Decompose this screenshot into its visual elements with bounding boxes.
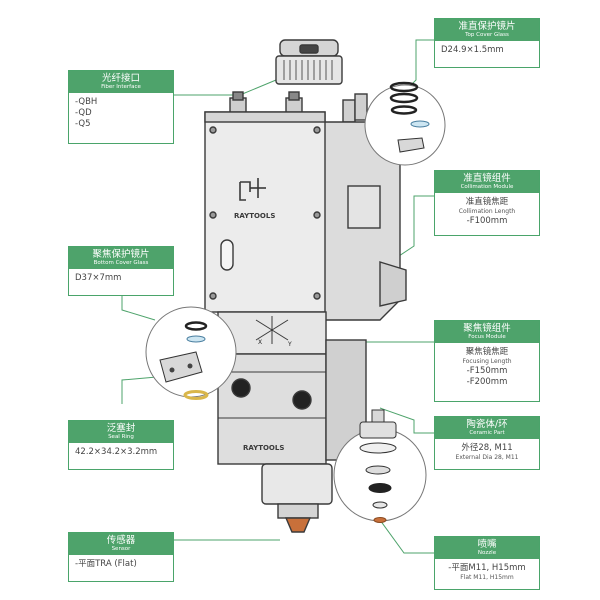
ceramic-spec-en: External Dia 28, M11	[455, 454, 519, 461]
right-knob	[292, 390, 312, 410]
focus-value: -F150mm	[466, 366, 508, 376]
label-bottom-cover-glass: 聚焦保护镜片 Bottom Cover Glass D37×7mm	[68, 246, 174, 296]
label-sensor-en: Sensor	[111, 546, 131, 552]
gas-fitting-1	[342, 99, 356, 123]
brand-front-text: RAYTOOLS	[243, 444, 284, 452]
label-bottom-cover-en: Bottom Cover Glass	[93, 260, 149, 266]
axis-marks	[255, 316, 289, 344]
right-side-panel	[347, 185, 381, 229]
label-ceramic-part: 陶瓷体/环 Ceramic Part 外径28, M11 External Di…	[434, 416, 540, 470]
label-seal-zh: 泛塞封	[106, 423, 136, 434]
ceramic-spec-zh: 外径28, M11	[461, 443, 513, 453]
left-knob	[231, 378, 251, 398]
label-top-cover-zh: 准直保护镜片	[458, 21, 516, 32]
label-seal-body: 42.2×34.2×3.2mm	[69, 443, 173, 462]
label-focus-head: 聚焦镜组件 Focus Module	[435, 321, 539, 343]
gas-fitting-2	[354, 93, 368, 121]
label-ceramic-en: Ceramic Part	[469, 430, 505, 436]
label-collimation-head: 准直镜组件 Collimation Module	[435, 171, 539, 193]
label-fiber-zh: 光纤接口	[101, 73, 140, 84]
label-seal-en: Seal Ring	[108, 434, 134, 440]
bottom-cover-detail	[145, 306, 237, 400]
brand-logo-icon	[239, 178, 266, 201]
label-ceramic-head: 陶瓷体/环 Ceramic Part	[435, 417, 539, 439]
brand-logo-text: RAYTOOLS	[234, 212, 275, 220]
label-focus-zh: 聚焦镜组件	[463, 323, 511, 334]
label-focus-module: 聚焦镜组件 Focus Module 聚焦镜焦距 Focusing Length…	[434, 320, 540, 402]
label-nozzle-en: Nozzle	[477, 550, 497, 556]
label-nozzle-zh: 喷嘴	[477, 539, 497, 550]
label-sensor-head: 传感器 Sensor	[69, 533, 173, 555]
focus-value: -F200mm	[466, 377, 508, 387]
right-side-bracket	[379, 261, 407, 307]
top-cylinder-knurl	[283, 60, 333, 80]
label-nozzle-head: 喷嘴 Nozzle	[435, 537, 539, 559]
nozzle-value-en: Flat M11, H15mm	[460, 574, 514, 581]
fiber-item: -QBH	[75, 97, 98, 107]
label-focus-en: Focus Module	[468, 334, 506, 340]
front-box	[204, 111, 326, 313]
fiber-item: -Q5	[75, 119, 91, 129]
label-bottom-cover-zh: 聚焦保护镜片	[92, 249, 150, 260]
label-focus-body: 聚焦镜焦距 Focusing Length -F150mm -F200mm	[435, 343, 539, 392]
label-fiber-interface: 光纤接口 Fiber Interface -QBH -QD -Q5	[68, 70, 174, 144]
fiber-connector-top	[299, 44, 319, 54]
label-collimation-en: Collimation Module	[460, 184, 514, 190]
label-seal-ring: 泛塞封 Seal Ring 42.2×34.2×3.2mm	[68, 420, 174, 470]
front-window-slot	[220, 239, 234, 271]
label-sensor: 传感器 Sensor -平面TRA (Flat)	[68, 532, 174, 582]
label-fiber-en: Fiber Interface	[101, 84, 141, 90]
label-top-cover-head: 准直保护镜片 Top Cover Glass	[435, 19, 539, 41]
top-cover-spec: D24.9×1.5mm	[441, 45, 504, 55]
label-collimation-module: 准直镜组件 Collimation Module 准直镜焦距 Collimati…	[434, 170, 540, 236]
sensor-ring	[277, 503, 319, 519]
label-bottom-cover-head: 聚焦保护镜片 Bottom Cover Glass	[69, 247, 173, 269]
label-seal-head: 泛塞封 Seal Ring	[69, 421, 173, 443]
label-nozzle-body: -平面M11, H15mm Flat M11, H15mm	[435, 559, 539, 586]
label-ceramic-body: 外径28, M11 External Dia 28, M11	[435, 439, 539, 466]
label-sensor-zh: 传感器	[106, 535, 136, 546]
nozzle-value-zh: -平面M11, H15mm	[448, 563, 526, 573]
label-top-cover-en: Top Cover Glass	[465, 32, 509, 38]
label-collimation-zh: 准直镜组件	[463, 173, 511, 184]
nozzle-tip	[284, 517, 312, 533]
axis-y-label: Y	[287, 341, 292, 348]
collimation-value: -F100mm	[466, 216, 508, 226]
label-nozzle: 喷嘴 Nozzle -平面M11, H15mm Flat M11, H15mm	[434, 536, 540, 590]
front-box-top-edge	[204, 111, 326, 123]
label-collimation-body: 准直镜焦距 Collimation Length -F100mm	[435, 193, 539, 231]
top-cover-detail	[364, 81, 446, 166]
label-sensor-body: -平面TRA (Flat)	[69, 555, 173, 574]
sensor-cylinder	[261, 463, 333, 505]
label-fiber-body: -QBH -QD -Q5	[69, 93, 173, 134]
ceramic-detail	[333, 409, 427, 523]
focus-sub-zh: 聚焦镜焦距	[465, 347, 509, 357]
label-bottom-cover-body: D37×7mm	[69, 269, 173, 288]
fiber-item: -QD	[75, 108, 92, 118]
laser-head-body	[204, 39, 407, 533]
label-top-cover-glass: 准直保护镜片 Top Cover Glass D24.9×1.5mm	[434, 18, 540, 68]
seal-spec: 42.2×34.2×3.2mm	[75, 447, 158, 457]
bottom-cover-spec: D37×7mm	[75, 273, 122, 283]
connector-right-cap	[288, 91, 300, 101]
collimation-sub-zh: 准直镜焦距	[465, 197, 509, 207]
axis-x-label: X	[258, 339, 262, 346]
label-ceramic-zh: 陶瓷体/环	[466, 419, 508, 430]
collimation-sub-en: Collimation Length	[458, 208, 516, 215]
sensor-value: -平面TRA (Flat)	[75, 559, 137, 569]
connector-left-cap	[232, 91, 244, 101]
label-top-cover-body: D24.9×1.5mm	[435, 41, 539, 60]
focus-sub-en: Focusing Length	[462, 358, 512, 365]
label-fiber-head: 光纤接口 Fiber Interface	[69, 71, 173, 93]
